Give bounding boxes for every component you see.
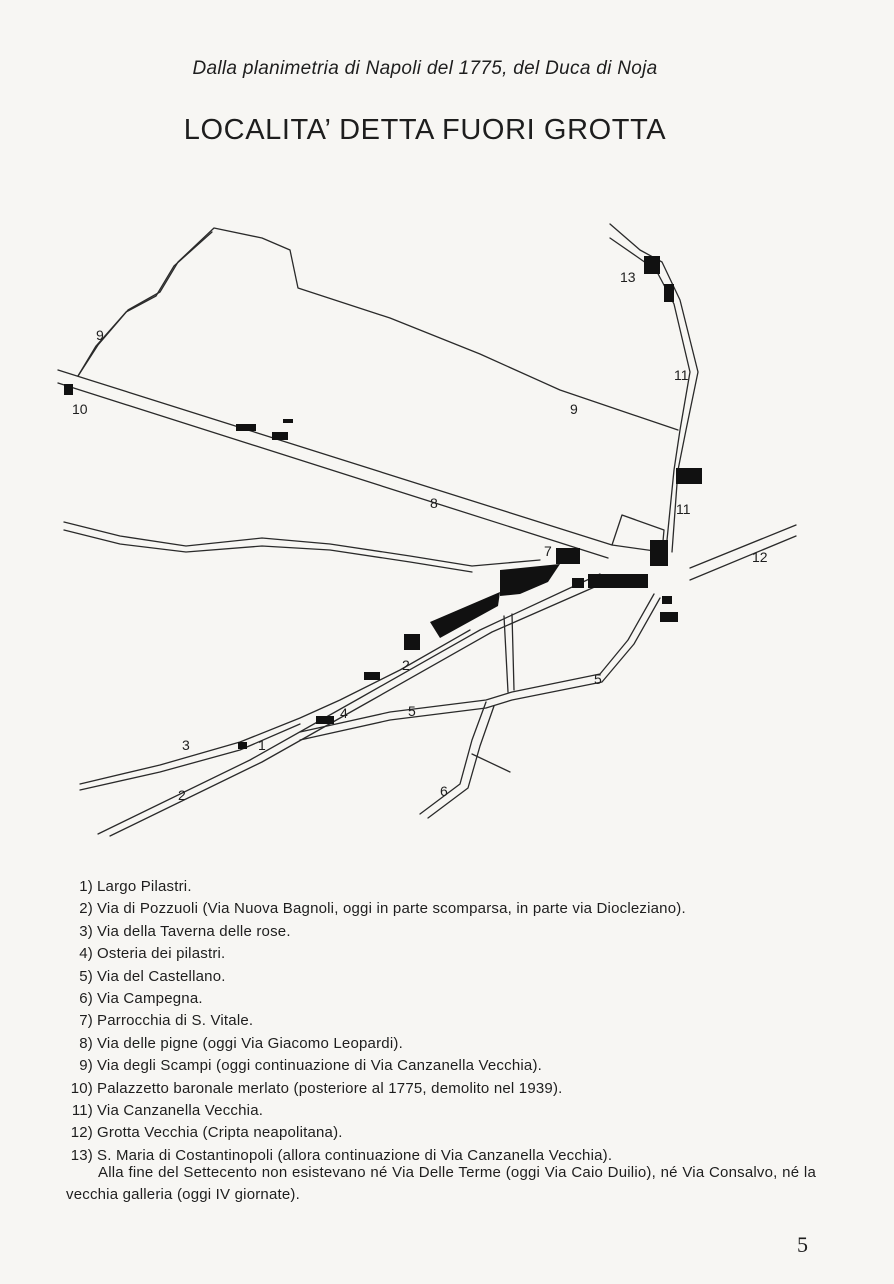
legend-item: 4)Osteria dei pilastri. <box>79 945 226 963</box>
road-southern-west-edge <box>63 529 473 573</box>
map-label: 4 <box>340 705 348 721</box>
legend-item: 13)S. Maria di Costantinopoli (allora co… <box>70 1146 613 1164</box>
map-label: 3 <box>182 737 190 753</box>
road-via-delle-pigne-edge <box>57 382 609 559</box>
legend-item: 12)Grotta Vecchia (Cripta neapolitana). <box>70 1124 343 1142</box>
page-title: LOCALITA’ DETTA FUORI GROTTA <box>183 114 667 146</box>
map-label: 9 <box>96 327 104 343</box>
building-parrocchia-s-vitale <box>556 548 580 564</box>
historical-note: Alla fine del Settecento non esistevano … <box>66 1164 816 1204</box>
map-source-caption: Dalla planimetria di Napoli del 1775, de… <box>192 58 658 79</box>
road-via-di-pozzuoli-edge <box>109 581 607 837</box>
map-label: 13 <box>620 269 636 285</box>
road-via-taverna-rose-edge <box>79 723 301 791</box>
legend-item: 6)Via Campegna. <box>79 990 203 1008</box>
map-label: 12 <box>752 549 768 565</box>
legend-item: 7)Parrocchia di S. Vitale. <box>79 1012 254 1030</box>
legend-item: 11)Via Canzanella Vecchia. <box>71 1102 264 1120</box>
road-connector <box>503 615 509 693</box>
historical-street-map: 9 10 9 13 11 11 8 7 12 2 5 4 5 3 1 2 6 <box>57 223 797 837</box>
road-via-canzanella-vecchia <box>609 223 699 553</box>
map-label: 2 <box>178 787 186 803</box>
road-via-degli-scampi-edge <box>77 231 213 377</box>
map-label: 9 <box>570 401 578 417</box>
road-via-del-castellano-edge <box>299 597 661 741</box>
legend-item: 9)Via degli Scampi (oggi continuazione d… <box>79 1057 543 1075</box>
legend-item: 1)Largo Pilastri. <box>79 878 192 895</box>
road-via-di-pozzuoli <box>97 573 601 835</box>
road-grotta-vecchia-edge <box>689 535 797 581</box>
road-via-campegna-edge <box>427 705 495 819</box>
map-label: 2 <box>402 657 410 673</box>
road-via-del-castellano <box>299 593 655 733</box>
map-label: 8 <box>430 495 438 511</box>
road-via-canzanella-vecchia-edge <box>609 237 691 551</box>
map-label: 7 <box>544 543 552 559</box>
map-label: 11 <box>674 367 689 383</box>
road-via-taverna-rose <box>79 629 471 785</box>
map-label: 5 <box>594 671 602 687</box>
map-label: 5 <box>408 703 416 719</box>
legend-item: 10)Palazzetto baronale merlato (posterio… <box>70 1079 563 1097</box>
map-label: 6 <box>440 783 448 799</box>
map-label: 11 <box>676 501 691 517</box>
road-southern-west <box>63 521 541 567</box>
legend-item: 8)Via delle pigne (oggi Via Giacomo Leop… <box>79 1034 403 1052</box>
map-label: 1 <box>258 737 266 753</box>
map-legend: 1)Largo Pilastri. 2)Via di Pozzuoli (Via… <box>66 876 826 1167</box>
legend-item: 3)Via della Taverna delle rose. <box>79 922 291 940</box>
road-via-campegna <box>419 701 487 815</box>
road-via-delle-pigne <box>57 369 613 546</box>
legend-item: 2)Via di Pozzuoli (Via Nuova Bagnoli, og… <box>79 900 686 918</box>
map-label: 10 <box>72 401 88 417</box>
road-grotta-vecchia <box>689 524 797 569</box>
building-palazzetto <box>64 384 73 395</box>
legend-item: 5)Via del Castellano. <box>79 967 226 985</box>
road-via-degli-scampi <box>77 227 679 431</box>
map-number-labels: 9 10 9 13 11 11 8 7 12 2 5 4 5 3 1 2 6 <box>72 269 768 803</box>
page-number: 5 <box>797 1232 808 1257</box>
